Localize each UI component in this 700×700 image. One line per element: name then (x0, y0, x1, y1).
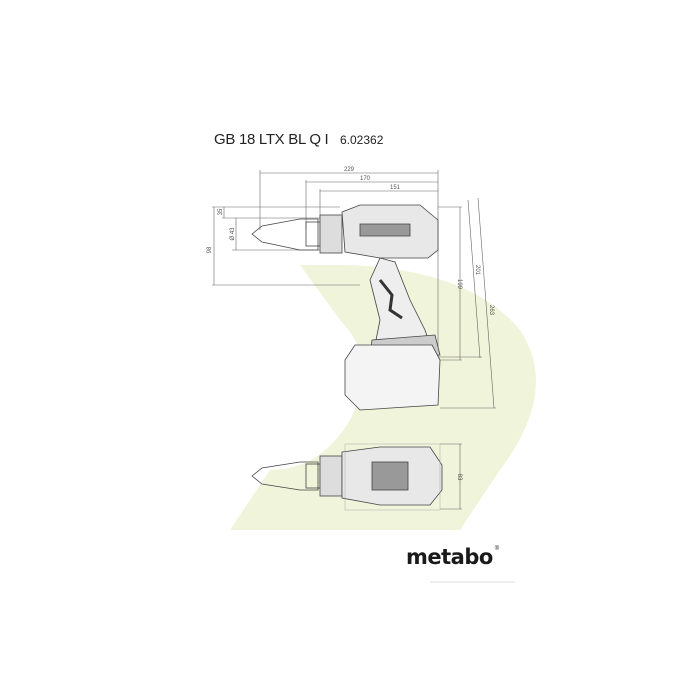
dim-43: Ø 43 (230, 227, 236, 241)
registered-mark: ® (494, 546, 500, 552)
dim-83: 83 (456, 474, 462, 481)
dim-170: 170 (360, 176, 371, 182)
dim-98: 98 (207, 246, 213, 253)
dim-35: 35 (218, 208, 224, 215)
part-number: 6.02362 (340, 133, 384, 147)
brand-logo: metabo (406, 545, 493, 569)
brand-logo-group: metabo ® (406, 545, 499, 569)
dimension-labels: 229 170 151 35 Ø 43 98 199 201 263 83 (207, 167, 494, 481)
dim-263: 263 (488, 305, 494, 316)
dim-201: 201 (474, 265, 480, 276)
dim-151: 151 (390, 185, 401, 191)
dim-229: 229 (344, 167, 355, 173)
dim-199: 199 (456, 279, 462, 290)
drill-side-view (251, 204, 441, 411)
model-title: GB 18 LTX BL Q I (214, 131, 329, 148)
drill-top-view (251, 443, 443, 511)
